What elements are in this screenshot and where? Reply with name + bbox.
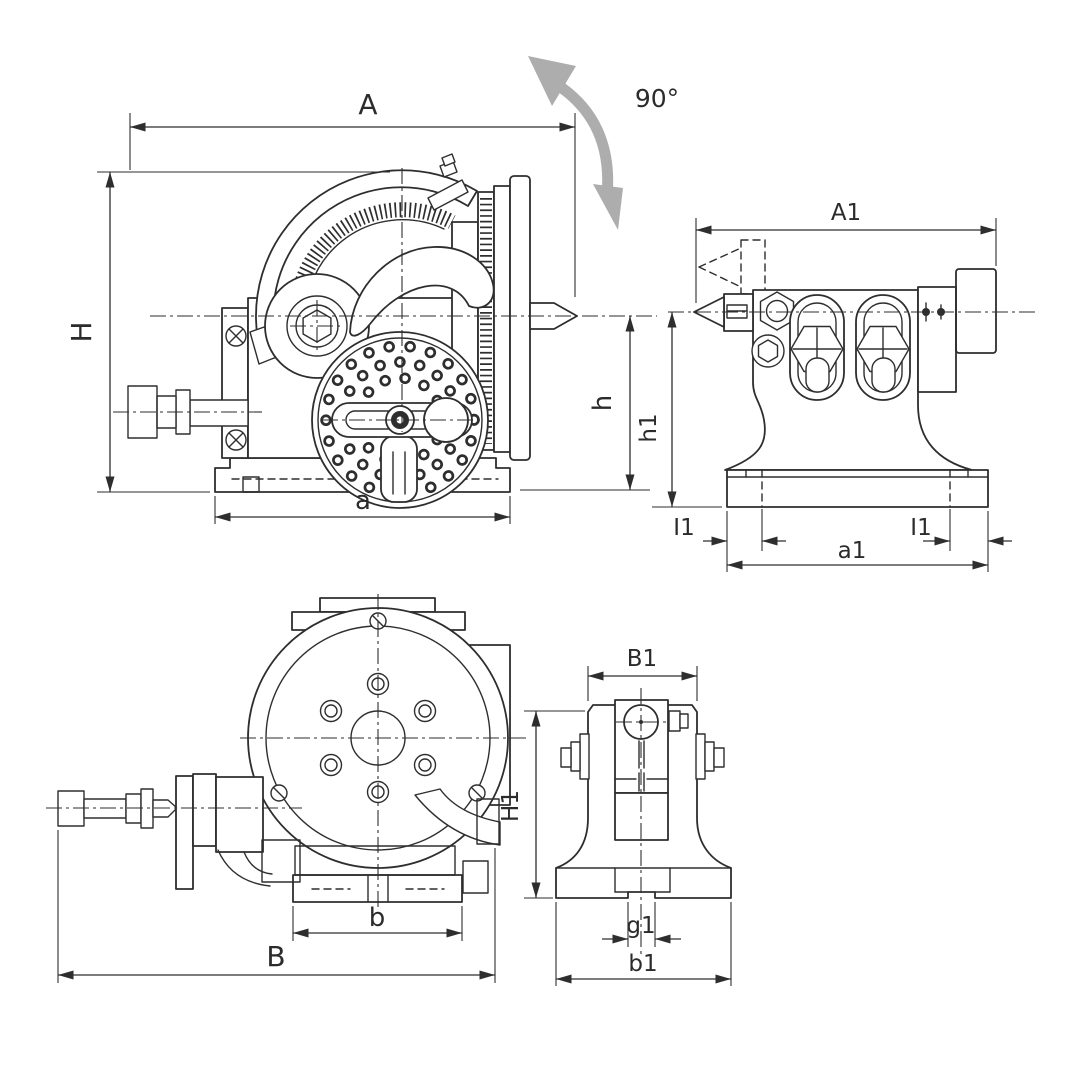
- spindle-center-point: [529, 302, 578, 330]
- center-retracted-dashed: [698, 239, 766, 295]
- rotation-arrow-head-down: [593, 184, 623, 230]
- view4-dimensions: B1 H1 g1 b1: [498, 646, 732, 986]
- dim-label-a: a: [355, 486, 371, 516]
- dim-label-h1: h1: [636, 413, 662, 442]
- dim-label-a1: a1: [838, 538, 867, 564]
- dim-label-A1: A1: [831, 200, 861, 226]
- tailstock-base: [726, 469, 989, 508]
- knurled-handwheel: [955, 268, 997, 354]
- dim-label-H1: H1: [498, 790, 524, 822]
- dim-label-I1-right: I1: [910, 515, 931, 541]
- tailstock-front-view: [555, 688, 732, 956]
- sector-stop-slot: [380, 435, 418, 503]
- dim-label-A: A: [358, 88, 377, 121]
- rotation-angle-label: 90°: [635, 84, 679, 113]
- rotation-arrow-head-up: [528, 56, 576, 106]
- slot-bolt-left: [789, 294, 845, 401]
- clamp-bolt-left: [560, 733, 590, 780]
- rotation-arrow-curve: [558, 83, 614, 197]
- view3-dimensions: b B: [57, 830, 496, 983]
- top-clamp: [427, 179, 469, 211]
- hex-socket-screw: [751, 334, 785, 368]
- view2-dimensions: A1 h1 I1 I1 a1: [636, 200, 1012, 572]
- dim-label-g1: g1: [626, 913, 655, 939]
- dividing-plate: [311, 331, 489, 509]
- dim-label-I1-left: I1: [673, 515, 694, 541]
- dim-label-B1: B1: [627, 646, 657, 672]
- worm-gear-teeth: [261, 839, 301, 883]
- side-clamp-knob: [127, 385, 249, 439]
- dim-label-B: B: [266, 940, 285, 973]
- mount-screw-bottom: [225, 429, 247, 451]
- clamp-bolt-right: [695, 733, 725, 780]
- dividing-head-side-view: [113, 153, 657, 509]
- dividing-head-top-view: [46, 594, 526, 908]
- side-knob: [462, 860, 489, 894]
- sector-arm: [331, 397, 473, 443]
- casting-foot: [414, 788, 501, 846]
- handwheel-bracket: [917, 286, 957, 393]
- rim-screws: [270, 612, 486, 802]
- view1-dimensions: A H h a: [65, 88, 650, 524]
- top-lock-bolt: [668, 710, 689, 732]
- dim-label-b1: b1: [628, 951, 657, 977]
- mount-screw-top: [225, 325, 247, 347]
- sector-lever: [349, 246, 495, 337]
- dim-label-h: h: [588, 395, 618, 411]
- dim-label-b: b: [369, 903, 386, 933]
- tailstock-side-view: [668, 239, 1038, 508]
- clamp-nut: [759, 291, 795, 331]
- rotation-indicator: 90°: [528, 56, 679, 230]
- slot-bolt-right: [855, 294, 911, 401]
- dim-label-H: H: [65, 321, 98, 342]
